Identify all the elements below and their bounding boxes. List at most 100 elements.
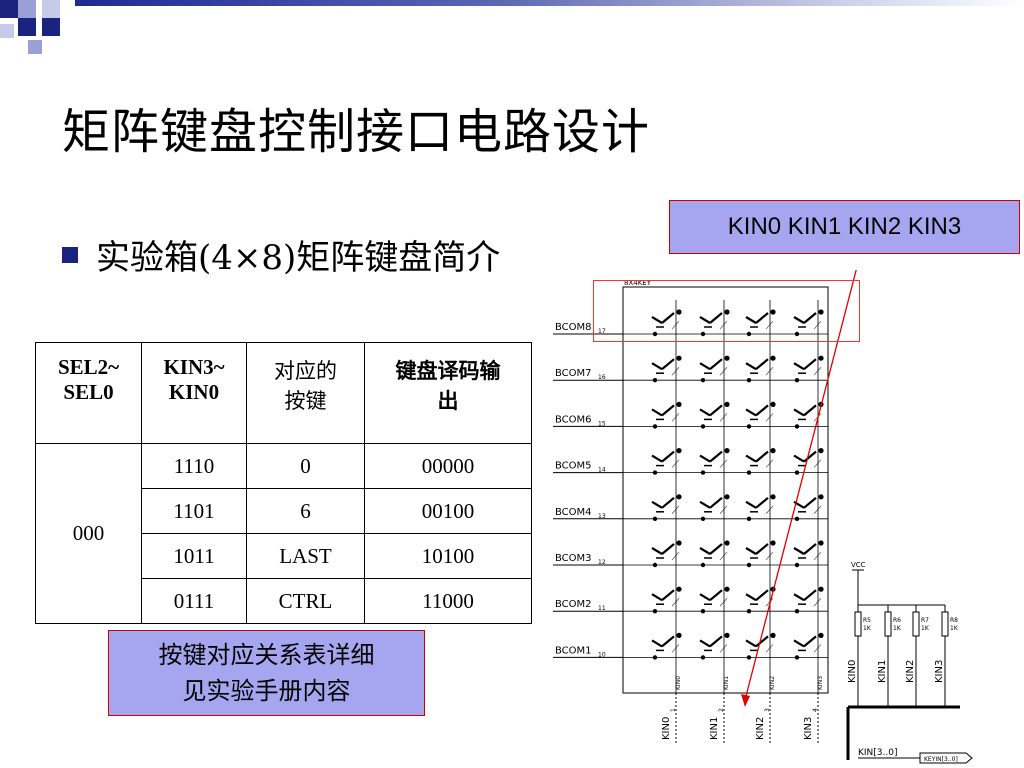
switch-blade [755, 496, 769, 509]
switch-diagonal [719, 459, 728, 468]
switch-contact [699, 547, 711, 555]
switch-blade [755, 450, 769, 463]
key-cell: LAST [246, 533, 365, 579]
column-junction-dot [724, 586, 730, 592]
column-junction-dot [676, 401, 682, 407]
row-junction-dot [652, 609, 658, 614]
switch-blade [661, 358, 675, 371]
switch-diagonal [765, 366, 774, 376]
vcc-label: VCC [851, 561, 866, 569]
switch-blade [803, 404, 817, 417]
row-label: BCOM4 [555, 507, 592, 518]
resistor-value: 1K [950, 625, 959, 632]
header-key: 对应的 按键 [246, 342, 365, 444]
switch-blade [709, 404, 723, 417]
switch-diagonal [719, 413, 728, 422]
switch-contact [699, 408, 711, 417]
row-junction-dot [746, 331, 752, 337]
switch-diagonal [813, 366, 822, 376]
row-junction-dot [794, 609, 800, 614]
switch-contact [745, 408, 757, 417]
column-label: KIN1 [709, 717, 720, 740]
switch-grid [623, 309, 828, 660]
switch-blade [661, 404, 675, 417]
row-junction-dot [794, 424, 800, 429]
column-junction-dot [770, 448, 776, 454]
switch-contact [699, 639, 711, 648]
bus-tag-label: KEYIN[3..0] [924, 756, 958, 763]
column-junction-dot [818, 494, 824, 500]
switch-contact [651, 593, 663, 602]
switch-diagonal [765, 551, 774, 561]
switch-contact [793, 316, 805, 324]
row-junction-dot [746, 609, 752, 614]
bullet-square-icon [62, 246, 78, 263]
switch-blade [755, 404, 769, 417]
row-junction-dot [746, 655, 752, 660]
row-junction-dot [652, 470, 658, 475]
kin-cell: 0111 [141, 578, 247, 624]
highlight-box [593, 280, 860, 342]
switch-blade [709, 635, 723, 648]
slide-title: 矩阵键盘控制接口电路设计 [62, 104, 651, 160]
switch-diagonal [813, 320, 822, 330]
column-sub: 2 [718, 708, 725, 712]
sel-cell: 000 [35, 443, 142, 624]
row-junction-dot [700, 609, 706, 614]
switch-contact [745, 547, 757, 555]
row-junction-dot [700, 562, 706, 568]
column-junction-dot [676, 309, 682, 315]
row-label: BCOM6 [555, 414, 592, 425]
switch-diagonal [765, 413, 774, 422]
row-label: BCOM3 [555, 553, 592, 564]
resistor-name: R5 [863, 617, 871, 624]
switch-contact [745, 454, 757, 463]
row-junction-dot [700, 470, 706, 475]
pointer-arrow [744, 270, 857, 701]
key-mapping-table: SEL2~ SEL0 KIN3~ KIN0 对应的 按键 键盘译码输 出 000… [35, 342, 532, 624]
switch-blade [661, 312, 675, 324]
switch-blade [755, 589, 769, 602]
row-label: BCOM8 [555, 322, 592, 333]
column-junction-dot [724, 494, 730, 500]
row-junction-dot [652, 655, 658, 660]
header-kin: KIN3~ KIN0 [141, 342, 247, 444]
column-junction-dot [818, 309, 824, 315]
kin-cell: 1011 [141, 533, 247, 579]
key-cell: 0 [246, 443, 365, 489]
column-junction-dot [770, 632, 776, 639]
row-pin-number: 17 [598, 328, 606, 335]
row-junction-dot [652, 516, 658, 521]
table-row: 1011 LAST 10100 [36, 533, 532, 579]
switch-diagonal [671, 505, 680, 515]
column-junction-dot [724, 632, 730, 639]
switch-contact [793, 639, 805, 648]
bus-port-tag [919, 752, 973, 764]
bullet-item: 实验箱(4×8)矩阵键盘简介 [62, 230, 500, 279]
switch-contact [651, 547, 663, 555]
row-junction-dot [652, 562, 658, 568]
row-pin-number: 12 [598, 559, 606, 566]
resistor-body [884, 611, 892, 637]
switch-blade [661, 543, 675, 555]
note-callout: 按键对应关系表详细 见实验手册内容 [108, 630, 425, 716]
row-pin-number: 13 [598, 513, 606, 520]
column-label: KIN3 [803, 717, 814, 740]
switch-diagonal [765, 320, 774, 330]
row-junction-dot [746, 424, 752, 429]
switch-contact [651, 454, 663, 463]
switch-blade [755, 543, 769, 555]
row-junction-dot [794, 562, 800, 568]
corner-decoration [0, 0, 75, 60]
column-junction-dot [818, 586, 824, 592]
row-junction-dot [652, 424, 658, 429]
switch-diagonal [765, 644, 774, 653]
row-label: BCOM1 [555, 645, 592, 656]
switch-blade [661, 496, 675, 509]
row-junction-dot [794, 378, 800, 383]
table-header-row: SEL2~ SEL0 KIN3~ KIN0 对应的 按键 键盘译码输 出 [35, 342, 532, 444]
switch-blade [709, 312, 723, 324]
kin-cell: 1110 [141, 443, 247, 489]
switch-contact [651, 316, 663, 324]
resistor-name: R6 [893, 617, 901, 624]
